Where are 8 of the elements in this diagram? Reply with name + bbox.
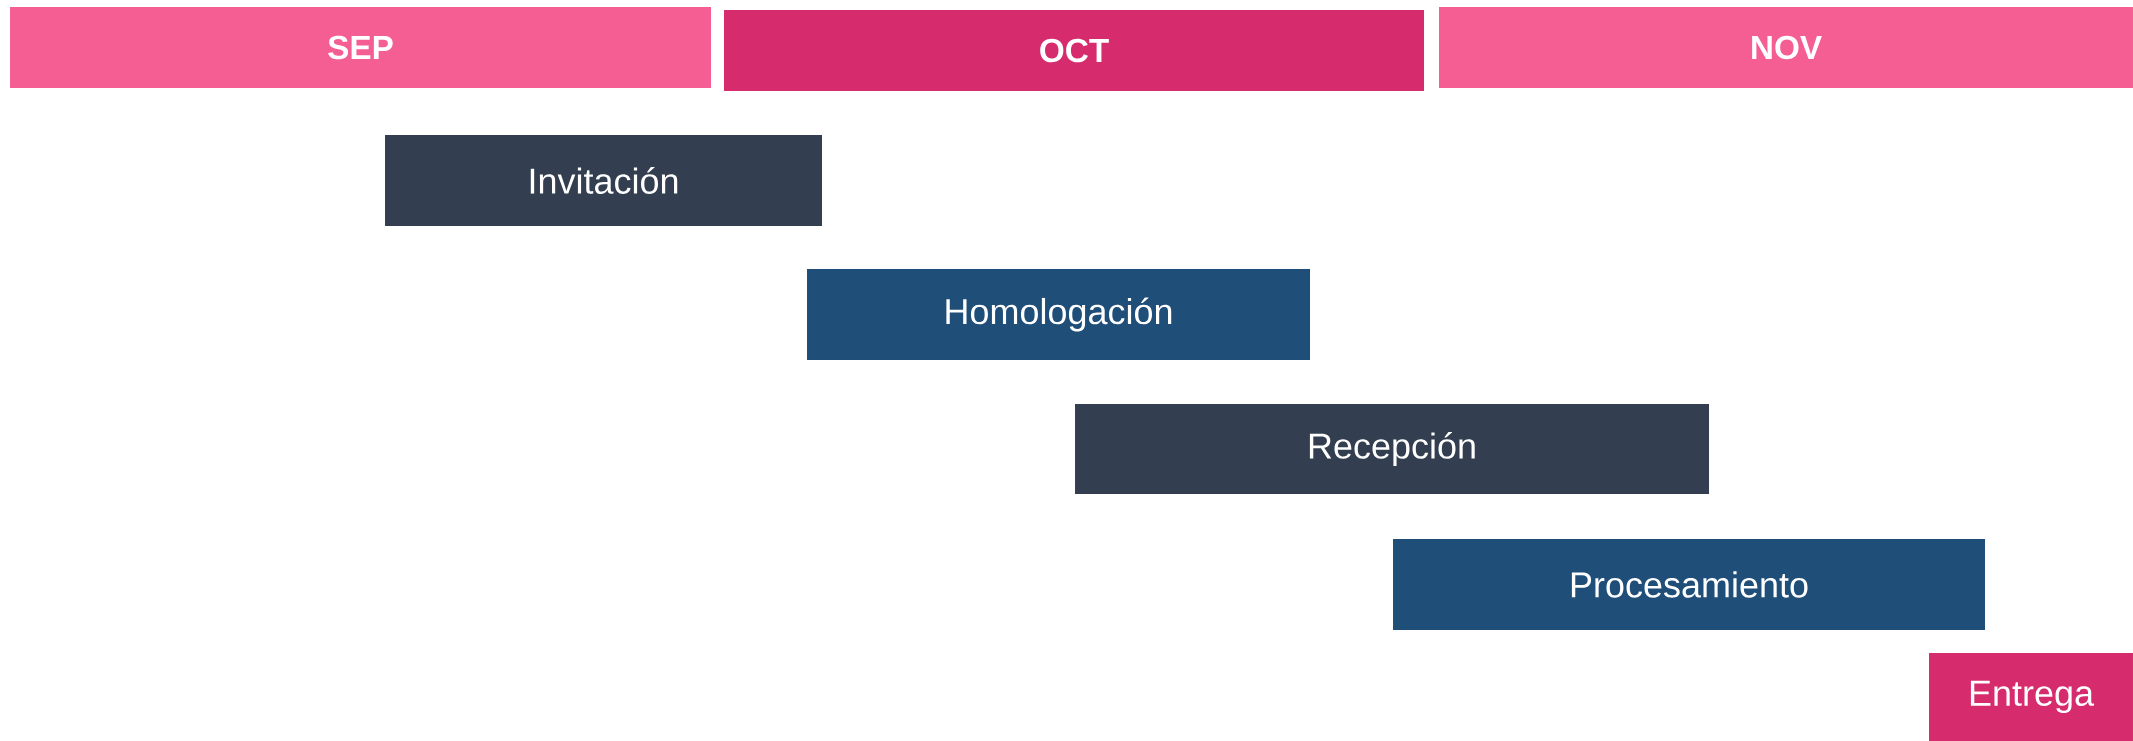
task-bar: Homologación	[807, 269, 1310, 360]
task-bar: Entrega	[1929, 653, 2133, 741]
month-header: SEP	[10, 7, 711, 88]
task-bar: Recepción	[1075, 404, 1709, 494]
month-header: NOV	[1439, 7, 2133, 88]
month-header: OCT	[724, 10, 1424, 91]
task-bar: Invitación	[385, 135, 822, 226]
task-bar: Procesamiento	[1393, 539, 1985, 630]
